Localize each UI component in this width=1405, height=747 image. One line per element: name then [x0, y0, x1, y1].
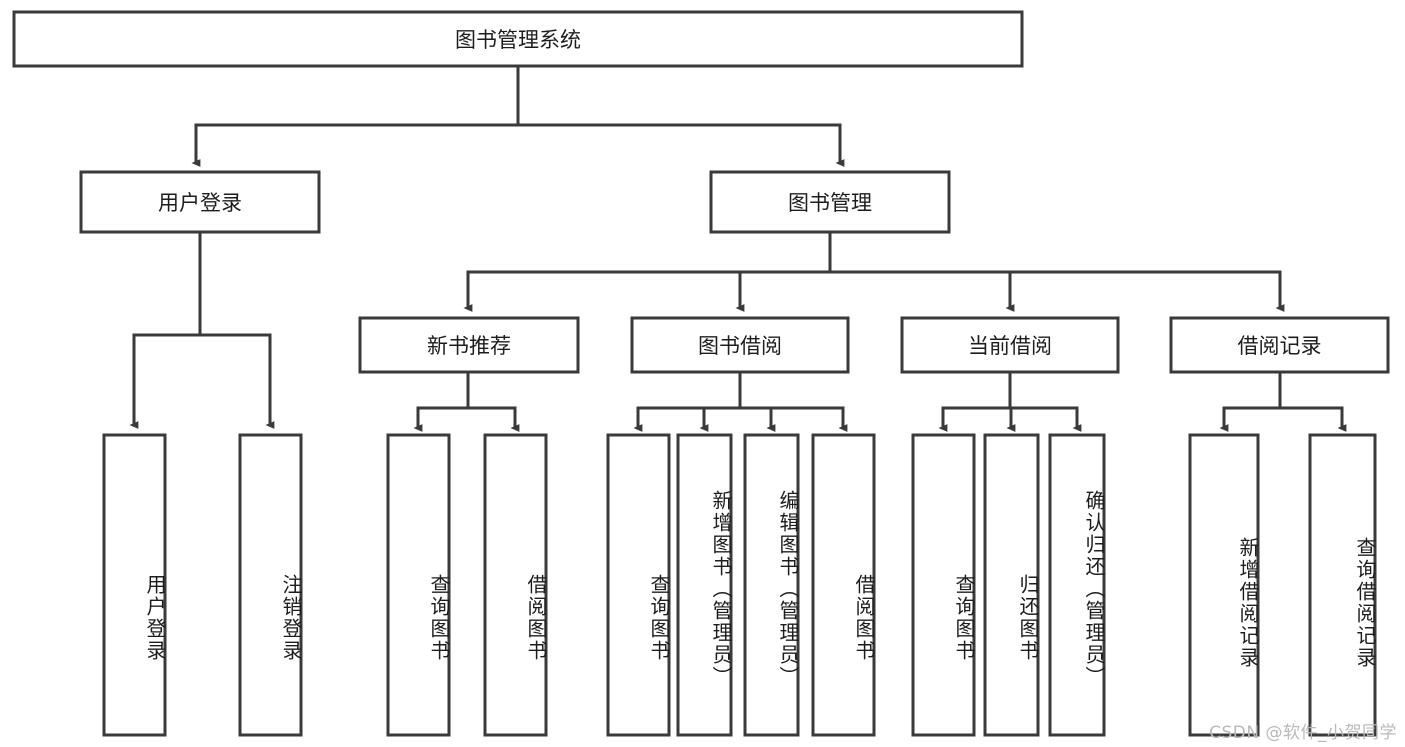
node-leaf-logout-login[interactable] — [238, 433, 303, 737]
csdn-watermark: CSDN @软件_小贺同学 — [1209, 723, 1397, 743]
node-leaf-borrow-book-2[interactable] — [811, 433, 876, 737]
node-leaf-borrow-book-1[interactable] — [483, 433, 548, 737]
node-leaf-query-book-2[interactable] — [606, 433, 671, 737]
node-leaf-query-book-3[interactable] — [911, 433, 976, 737]
node-root[interactable] — [12, 10, 1024, 68]
node-leaf-return-book[interactable] — [983, 433, 1040, 737]
node-leaf-query-record[interactable] — [1308, 433, 1377, 737]
node-layer — [12, 10, 1390, 737]
node-book-management[interactable] — [709, 170, 951, 234]
node-leaf-confirm-return[interactable] — [1048, 433, 1106, 737]
node-current-borrow[interactable] — [900, 316, 1120, 374]
node-borrow-record[interactable] — [1169, 316, 1390, 374]
node-user-login[interactable] — [79, 170, 321, 234]
node-book-borrow[interactable] — [630, 316, 850, 374]
node-leaf-query-book-1[interactable] — [386, 433, 451, 737]
connector-layer — [129, 64, 1347, 432]
node-leaf-add-book[interactable] — [676, 433, 733, 737]
node-leaf-edit-book[interactable] — [743, 433, 800, 737]
node-new-book-recommend[interactable] — [358, 316, 580, 374]
node-leaf-user-login[interactable] — [102, 433, 167, 737]
node-leaf-add-record[interactable] — [1188, 433, 1260, 737]
